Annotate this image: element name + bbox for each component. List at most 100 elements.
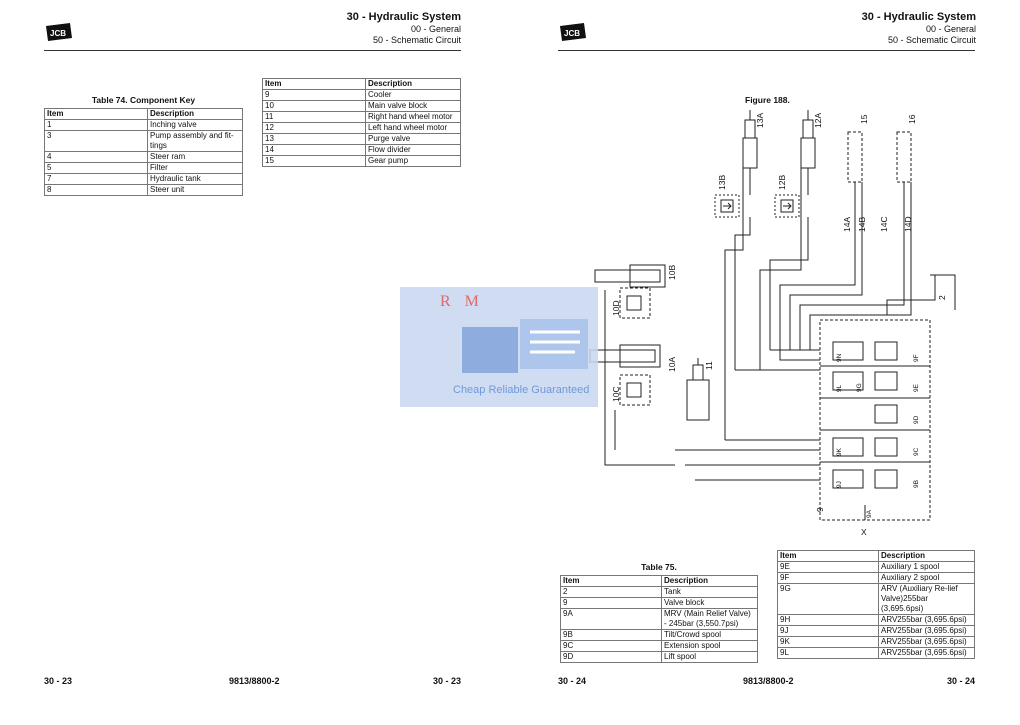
hydraulic-schematic-diagram: 13A 12A 15 16 13B 12B 14A 14B 14C 14D 10… (589, 110, 956, 537)
row-desc: Purge valve (365, 133, 461, 145)
page-header: 30 - Hydraulic System 00 - General 50 - … (347, 10, 461, 46)
label-9c: 9C (913, 447, 920, 456)
col-item: Item (777, 550, 879, 562)
row-desc: Pump assembly and fit-tings (147, 130, 243, 152)
label-14d: 14D (903, 216, 913, 232)
row-desc: Auxiliary 1 spool (878, 561, 975, 573)
row-desc: Filter (147, 162, 243, 174)
motor-11 (686, 358, 710, 421)
row-item: 9K (777, 636, 879, 648)
row-desc: MRV (Main Relief Valve) - 245bar (3,550.… (661, 608, 758, 630)
table75-caption: Table 75. (641, 562, 677, 572)
label-10b: 10B (667, 265, 677, 280)
label-9j: 9J (836, 481, 843, 488)
row-item: 9G (777, 583, 879, 615)
col-description: Description (147, 108, 243, 120)
label-9k: 9K (836, 447, 843, 456)
row-item: 9J (777, 625, 879, 637)
row-item: 2 (560, 586, 662, 598)
col-description: Description (365, 78, 461, 90)
row-item: 9C (560, 640, 662, 652)
footer-doc-number: 9813/8800-2 (229, 676, 280, 686)
row-desc: ARV (Auxiliary Re-lief Valve)255bar (3,6… (878, 583, 975, 615)
col-item: Item (44, 108, 148, 120)
label-14a: 14A (842, 217, 852, 232)
row-desc: Tank (661, 586, 758, 598)
footer-doc-number: 9813/8800-2 (743, 676, 794, 686)
label-14c: 14C (879, 216, 889, 232)
footer-page-left: 30 - 23 (44, 676, 73, 686)
row-desc: Right hand wheel motor (365, 111, 461, 123)
row-item: 1 (44, 119, 148, 131)
wrench-document-icon (462, 319, 588, 373)
row-desc: Gear pump (365, 155, 461, 167)
row-desc: Extension spool (661, 640, 758, 652)
col-item: Item (262, 78, 366, 90)
svg-text:JCB: JCB (50, 29, 66, 38)
label-16: 16 (907, 114, 917, 124)
row-desc: ARV255bar (3,695.6psi) (878, 614, 975, 626)
cylinder-10a (589, 344, 661, 368)
row-item: 13 (262, 133, 366, 145)
cylinder-16 (896, 131, 912, 183)
row-item: 8 (44, 184, 148, 196)
header-sub2: 50 - Schematic Circuit (887, 35, 976, 45)
row-desc: Hydraulic tank (147, 173, 243, 185)
row-item: 9 (560, 597, 662, 609)
header-rule (558, 50, 975, 51)
header-sub2: 50 - Schematic Circuit (372, 35, 461, 45)
row-desc: Steer ram (147, 151, 243, 163)
row-item: 5 (44, 162, 148, 174)
col-description: Description (661, 575, 758, 587)
row-desc: Lift spool (661, 651, 758, 663)
row-desc: Auxiliary 2 spool (878, 572, 975, 584)
header-sub1: 00 - General (925, 24, 976, 34)
row-item: 9E (777, 561, 879, 573)
label-9f: 9F (913, 354, 920, 362)
row-desc: Valve block (661, 597, 758, 609)
pipe-lines (604, 168, 956, 520)
row-desc: Left hand wheel motor (365, 122, 461, 134)
label-14b: 14B (857, 217, 867, 232)
jcb-logo-icon: JCB (46, 23, 72, 41)
label-10a: 10A (667, 357, 677, 372)
right-page: JCB 30 - Hydraulic System 00 - General 5… (510, 0, 1020, 725)
row-item: 9B (560, 629, 662, 641)
row-desc: ARV255bar (3,695.6psi) (878, 636, 975, 648)
footer-page-left: 30 - 24 (558, 676, 587, 686)
header-sub1: 00 - General (410, 24, 461, 34)
valve-13b (714, 194, 740, 218)
page-header: 30 - Hydraulic System 00 - General 50 - … (862, 10, 976, 46)
row-desc: Tilt/Crowd spool (661, 629, 758, 641)
row-item: 15 (262, 155, 366, 167)
label-9n: 9N (836, 353, 843, 362)
row-desc: Main valve block (365, 100, 461, 112)
watermark-letters: RM (440, 293, 493, 310)
label-x: X (861, 527, 867, 537)
cylinder-10b (594, 264, 666, 288)
label-9b: 9B (913, 480, 920, 488)
jcb-logo-icon: JCB (560, 23, 586, 41)
row-item: 9A (560, 608, 662, 630)
label-12a: 12A (813, 113, 823, 128)
label-10c: 10C (611, 386, 621, 402)
figure-title: Figure 188. (745, 95, 790, 105)
row-desc: ARV255bar (3,695.6psi) (878, 625, 975, 637)
